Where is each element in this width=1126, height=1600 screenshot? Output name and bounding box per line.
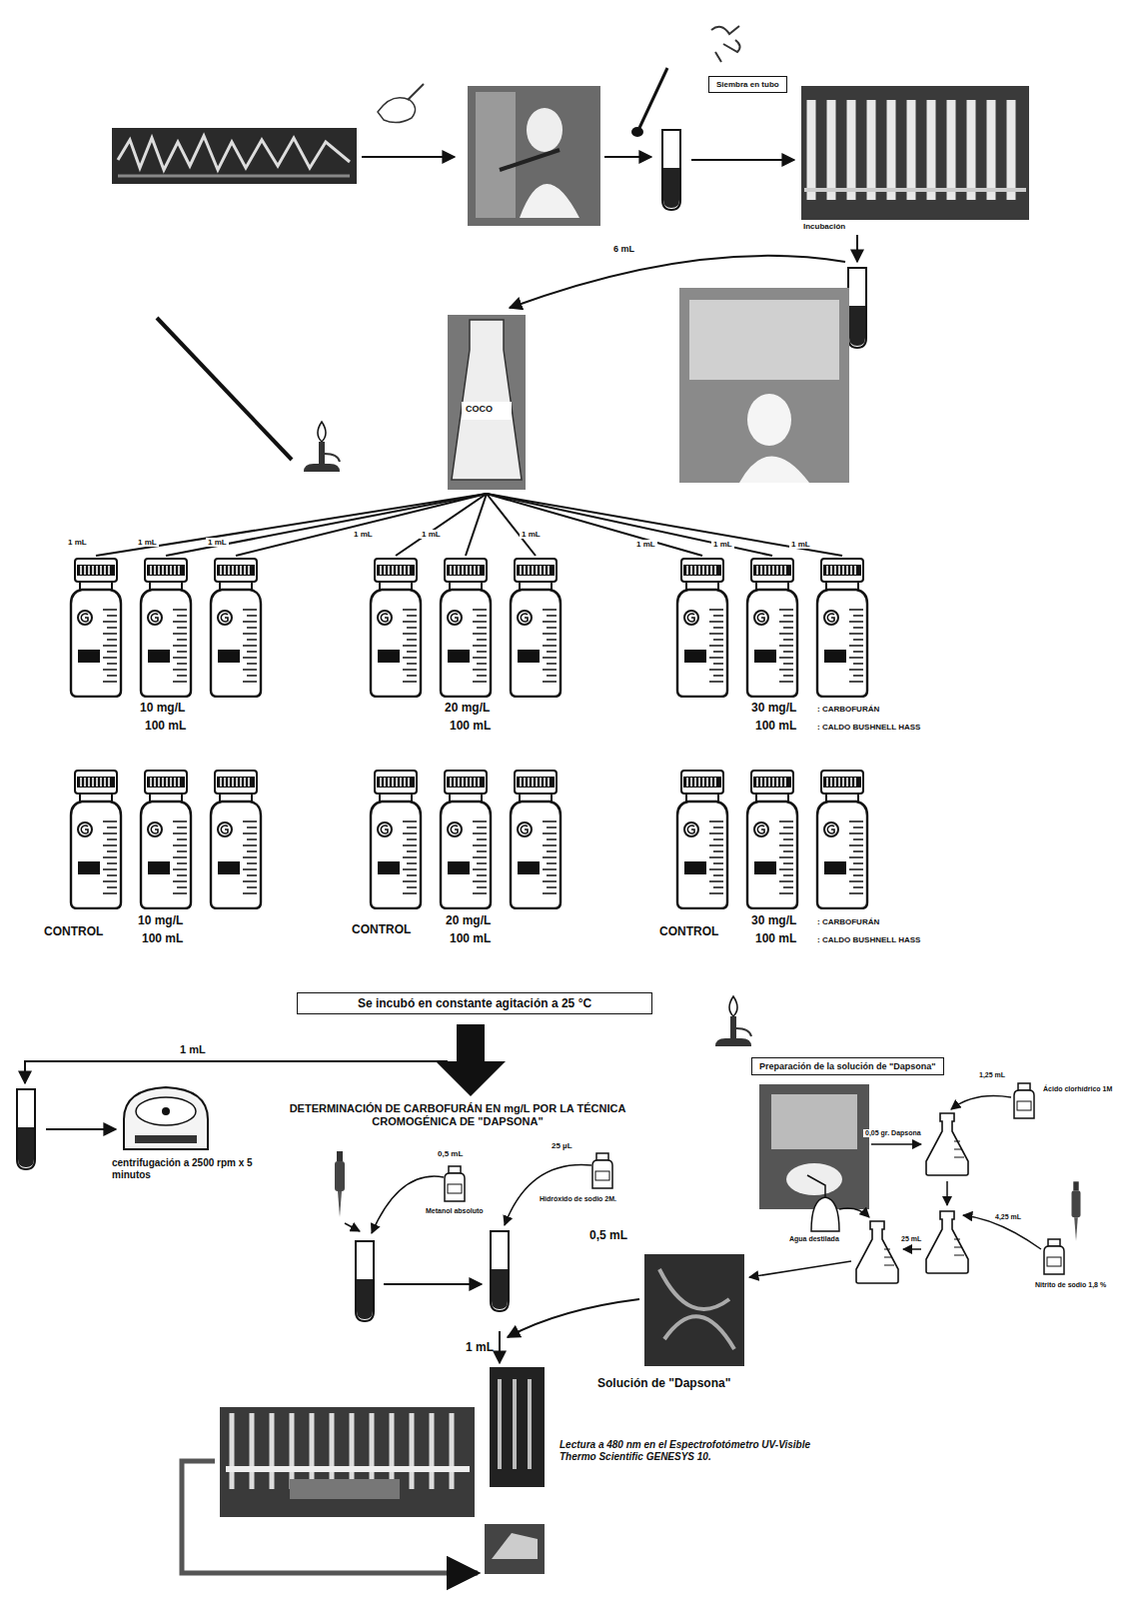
annotation-label: 100 mL: [755, 719, 797, 734]
annotation-label: Nitrito de sodio 1,8 %: [1035, 1280, 1116, 1289]
annotation-label: 20 mg/L: [445, 914, 491, 929]
annotation-label: Hidróxido de sodio 2M.: [539, 1194, 630, 1203]
annotation-label: 4,25 mL: [995, 1212, 1022, 1221]
annotation-label: : CALDO BUSHNELL HASS: [817, 935, 921, 945]
annotation-label: 1,25 mL: [979, 1071, 1006, 1080]
annotation-label: 1 mL: [179, 1043, 206, 1057]
annotation-label: 1 mL: [711, 539, 735, 549]
annotation-label: 100 mL: [141, 932, 183, 947]
annotation-label: Lectura a 480 nm en el Espectrofotómetro…: [559, 1438, 830, 1462]
annotation-label: 0,05 gr. Dapsona: [863, 1128, 924, 1137]
box-text: Preparación de la solución de "Dapsona": [759, 1061, 937, 1072]
annotation-label: 1 mL: [519, 529, 543, 539]
box-text: Siembra en tubo: [716, 79, 780, 89]
annotation-label: 0,5 mL: [437, 1148, 463, 1158]
process-box: Preparación de la solución de "Dapsona": [751, 1057, 945, 1076]
annotation-label: COCO: [465, 403, 493, 414]
annotation-label: CONTROL: [351, 923, 411, 938]
annotation-label: 0,5 mL: [589, 1228, 628, 1243]
annotation-label: Ácido clorhídrico 1M: [1043, 1085, 1114, 1094]
annotation-label: : CARBOFURÁN: [817, 704, 880, 714]
annotation-label: CONTROL: [659, 925, 719, 940]
annotation-label: 6 mL: [611, 243, 637, 254]
annotation-label: 100 mL: [144, 719, 186, 734]
annotation-label: 1 mL: [789, 539, 813, 549]
box-text: Se incubó en constante agitación a 25 °C: [304, 996, 645, 1011]
process-box: Se incubó en constante agitación a 25 °C: [296, 992, 653, 1015]
annotation-label: 1 mL: [351, 529, 375, 539]
annotation-label: : CALDO BUSHNELL HASS: [817, 722, 921, 732]
annotation-label: 20 mg/L: [444, 701, 490, 716]
annotation-label: 10 mg/L: [137, 914, 183, 929]
annotation-label: 1 mL: [135, 537, 159, 547]
annotation-label: CONTROL: [43, 925, 103, 940]
annotation-label: 100 mL: [755, 932, 797, 947]
annotation-label: Incubación: [803, 221, 846, 231]
annotation-label: 1 mL: [465, 1340, 494, 1355]
annotation-label: Agua destilada: [789, 1234, 850, 1243]
annotation-label: 10 mg/L: [139, 701, 185, 716]
annotation-label: 1 mL: [205, 537, 229, 547]
annotation-label: 1 mL: [65, 537, 89, 547]
annotation-label: 25 mL: [899, 1234, 924, 1243]
process-box: Siembra en tubo: [708, 75, 788, 93]
annotation-label: centrifugación a 2500 rpm x 5 minutos: [111, 1156, 282, 1180]
annotation-label: 25 µL: [551, 1140, 573, 1150]
annotation-label: DETERMINACIÓN DE CARBOFURÁN EN mg/L POR …: [267, 1102, 648, 1127]
annotation-label: : CARBOFURÁN: [817, 917, 880, 927]
annotation-label: 100 mL: [449, 719, 491, 734]
annotation-label: Solución de "Dapsona": [597, 1376, 731, 1391]
annotation-label: 1 mL: [419, 529, 443, 539]
annotation-label: 100 mL: [449, 932, 491, 947]
annotation-label: 1 mL: [634, 539, 658, 549]
annotation-label: 30 mg/L: [751, 914, 797, 929]
annotation-label: 30 mg/L: [751, 701, 797, 716]
annotation-label: Metanol absoluto: [425, 1206, 486, 1215]
